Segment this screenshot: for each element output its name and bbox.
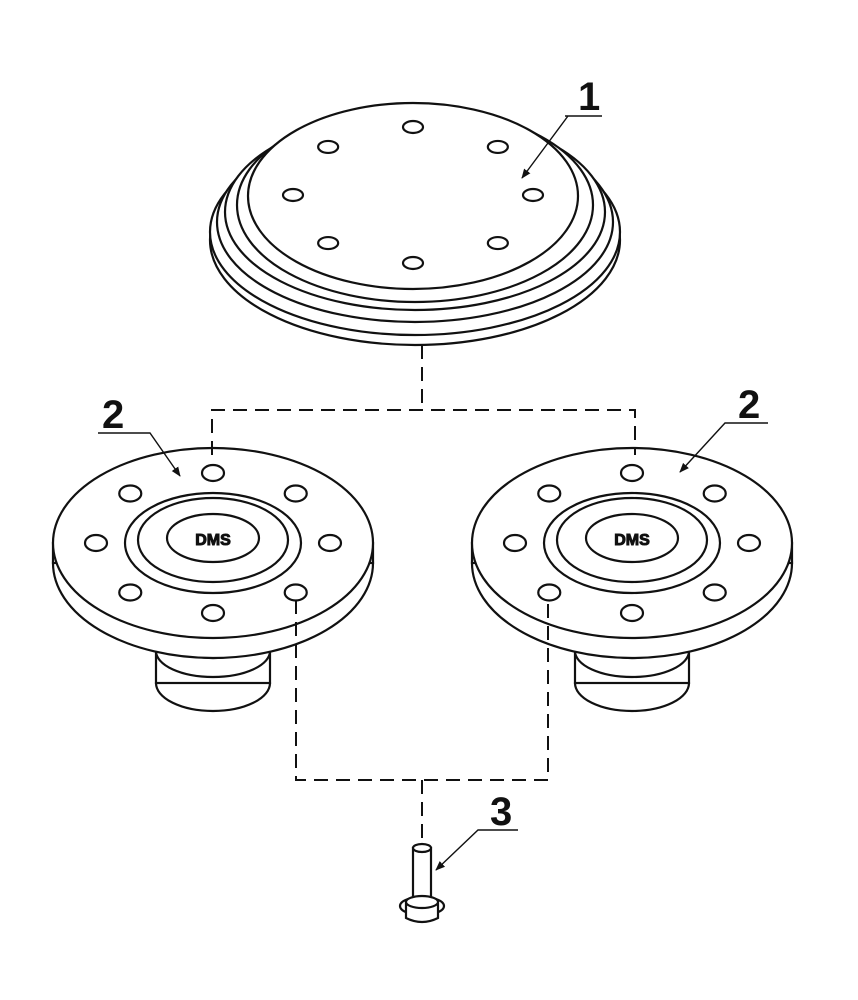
callout-3: 3 <box>435 790 518 871</box>
bolt-hole <box>619 463 645 483</box>
bolt-hole <box>702 484 727 503</box>
bolt-hole <box>200 603 226 623</box>
part-3-bolt <box>398 842 446 924</box>
bolt-hole <box>281 187 305 203</box>
logo-badge <box>584 512 680 564</box>
part-1-plate <box>208 101 622 347</box>
part-2-hub-right: DMS <box>470 446 794 713</box>
callout-label-3: 3 <box>490 790 512 834</box>
bolt-hole <box>283 583 308 602</box>
bolt-hole <box>521 187 545 203</box>
bolt-hole <box>537 484 562 503</box>
bolt-hole <box>619 603 645 623</box>
bolt-hole <box>317 235 340 251</box>
callout-2-left: 2 <box>98 393 181 477</box>
bolt-hole <box>537 583 562 602</box>
bolt-hole <box>200 463 226 483</box>
callout-2-right: 2 <box>679 383 768 473</box>
bolt-hole <box>317 139 340 155</box>
part-2-hub-left: DMS <box>51 446 375 713</box>
bolt-hole <box>118 484 143 503</box>
bolt-hole <box>486 139 509 155</box>
assembly-dashed-lines <box>211 345 636 840</box>
callout-label-1: 1 <box>578 75 600 119</box>
bolt-hole <box>118 583 143 602</box>
callout-label-2-left: 2 <box>102 393 124 437</box>
bolt-hole <box>283 484 308 503</box>
bolt-hole <box>736 533 762 553</box>
bolt-hole <box>401 119 425 135</box>
callout-1: 1 <box>522 75 602 178</box>
bolt-hole <box>502 533 528 553</box>
bolt-hole <box>486 235 509 251</box>
bolt-hole <box>83 533 109 553</box>
bolt-hole <box>317 533 343 553</box>
logo-badge <box>165 512 261 564</box>
logo-text: DMS <box>614 532 650 549</box>
bolt-hole <box>702 583 727 602</box>
logo-text: DMS <box>195 532 231 549</box>
bolt-hole <box>401 255 425 271</box>
callout-label-2-right: 2 <box>738 383 760 427</box>
